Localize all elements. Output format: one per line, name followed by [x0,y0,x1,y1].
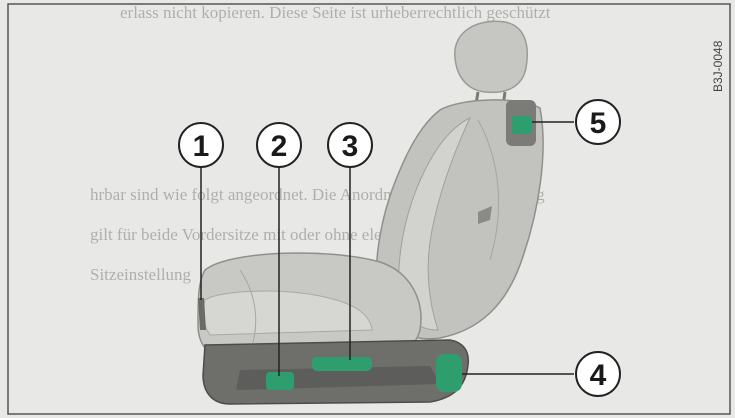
callout-4-label: 4 [590,359,607,392]
callout-1-label: 1 [193,130,210,163]
callout-5-label: 5 [590,107,607,140]
callout-5: 5 [576,100,620,144]
callout-1: 1 [179,123,223,167]
callout-4: 4 [576,352,620,396]
show-through-line-4: Sitzeinstellung [90,265,192,284]
seat-cushion-control [312,357,372,371]
backrest-adjust-handwheel [436,354,462,392]
lumbar-support-control [512,116,532,134]
headrest [455,21,527,92]
callout-3-label: 3 [342,130,359,163]
callout-2-label: 2 [271,130,288,163]
show-through-line-1: erlass nicht kopieren. Diese Seite ist u… [120,3,551,22]
figure-id: B3J-0048 [711,40,725,92]
seat-fore-aft-lever [266,372,294,390]
callout-3: 3 [328,123,372,167]
callout-2: 2 [257,123,301,167]
